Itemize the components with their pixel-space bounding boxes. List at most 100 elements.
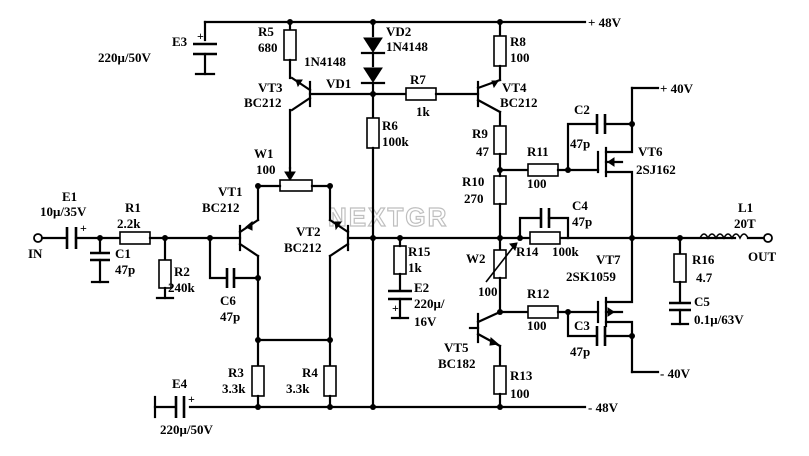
label-IN: IN — [28, 246, 43, 261]
resistor-R1: R1 2.2k — [117, 200, 242, 245]
value-R10: 270 — [464, 191, 484, 206]
label-VT4: VT4 — [502, 80, 527, 95]
transistor-VT3: VT3 BC212 — [244, 76, 375, 170]
diode-VD2: VD2 1N4148 — [360, 24, 428, 68]
value-VD1: 1N4148 — [304, 54, 346, 69]
value-R15: 1k — [408, 260, 423, 275]
value-R2: 240k — [168, 280, 196, 295]
label-R15: R15 — [408, 244, 431, 259]
value-C1: 47p — [115, 262, 135, 277]
resistor-R15: R15 1k — [393, 235, 431, 292]
value-R1: 2.2k — [117, 216, 141, 231]
label-R2: R2 — [174, 264, 190, 279]
label-C4: C4 — [572, 198, 588, 213]
value-VT1: BC212 — [202, 200, 240, 215]
value-C5: 0.1μ/63V — [694, 312, 744, 327]
mosfet-VT6: + 40V VT6 2SJ162 — [596, 81, 694, 240]
label-E4: E4 — [172, 376, 188, 391]
label-E2: E2 — [414, 280, 429, 295]
label-VT5: VT5 — [444, 340, 469, 355]
label-R12: R12 — [527, 286, 549, 301]
value-R14: 100k — [552, 244, 580, 259]
label-R8: R8 — [510, 34, 526, 49]
capacitor-C1: C1 47p — [90, 236, 135, 284]
capacitor-C3: C3 47p — [566, 310, 635, 359]
transistor-VT1: VT1 BC212 — [202, 184, 260, 368]
value-W1: 100 — [256, 162, 276, 177]
label-R16: R16 — [692, 252, 715, 267]
value-R12: 100 — [527, 318, 547, 333]
value-L1: 20T — [734, 216, 756, 231]
label-C3: C3 — [574, 318, 590, 333]
svg-text:+: + — [197, 29, 204, 43]
rail-label-pos40: + 40V — [660, 81, 694, 96]
potentiometer-W1: W1 100 — [254, 146, 332, 192]
capacitor-E2: + E2 220μ/ 16V — [388, 280, 445, 329]
label-C2: C2 — [574, 102, 590, 117]
value-R8: 100 — [510, 50, 530, 65]
label-C6: C6 — [220, 293, 236, 308]
label-R1: R1 — [125, 200, 141, 215]
watermark: NEXTGR — [328, 202, 448, 232]
label-VT1: VT1 — [218, 184, 243, 199]
capacitor-C6: C6 47p — [208, 236, 261, 324]
label-VT3: VT3 — [258, 80, 283, 95]
label-R14: R14 — [516, 244, 539, 259]
label-E1: E1 — [62, 189, 77, 204]
value-E1: 10μ/35V — [40, 204, 87, 219]
label-R10: R10 — [462, 174, 484, 189]
value-E2: 220μ/ — [414, 296, 445, 311]
transistor-VT4: VT4 BC212 — [476, 78, 538, 128]
value-R16: 4.7 — [696, 270, 713, 285]
label-VT2: VT2 — [296, 224, 321, 239]
value-C2: 47p — [570, 136, 590, 151]
rail-label-neg48: - 48V — [588, 400, 619, 415]
value-R3: 3.3k — [222, 381, 246, 396]
svg-text:+: + — [188, 392, 195, 406]
label-OUT: OUT — [748, 249, 777, 264]
value-R13: 100 — [510, 386, 530, 401]
positive-48v-rail: + 48V — [203, 15, 622, 42]
potentiometer-W2: W2 100 — [466, 236, 518, 315]
diode-VD1: 1N4148 VD1 — [304, 54, 386, 120]
label-C5: C5 — [694, 294, 710, 309]
resistor-R10: R10 270 — [462, 168, 507, 240]
label-R7: R7 — [410, 72, 426, 87]
label-W1: W1 — [254, 146, 274, 161]
label-VD1: VD1 — [326, 76, 351, 91]
inductor-L1: L1 20T — [699, 200, 766, 240]
rail-label-pos48: + 48V — [588, 15, 622, 30]
label-R3: R3 — [228, 365, 244, 380]
label-C1: C1 — [115, 246, 131, 261]
value2-E2: 16V — [414, 314, 437, 329]
label-E3: E3 — [172, 34, 188, 49]
value-R4: 3.3k — [286, 381, 310, 396]
value-VT6: 2SJ162 — [636, 162, 676, 177]
value-R7: 1k — [416, 104, 431, 119]
value-E4: 220μ/50V — [160, 422, 213, 437]
label-L1: L1 — [738, 200, 753, 215]
resistor-R6: R6 100k — [366, 117, 410, 409]
value-VT7: 2SK1059 — [566, 269, 616, 284]
value-VT4: BC212 — [500, 95, 538, 110]
value-C6: 47p — [220, 309, 240, 324]
label-VT7: VT7 — [596, 252, 621, 267]
value-R6: 100k — [382, 134, 410, 149]
capacitor-E4: + E4 220μ/50V — [153, 376, 213, 437]
resistor-R8: R8 100 — [493, 34, 530, 82]
resistor-R2: R2 240k — [155, 236, 196, 300]
value-R11: 100 — [527, 176, 547, 191]
label-VD2: VD2 — [386, 24, 411, 39]
negative-48v-rail: - 48V — [188, 400, 619, 415]
capacitor-C5: C5 0.1μ/63V — [669, 294, 744, 327]
mosfet-VT7: - 40V VT7 2SK1059 — [566, 236, 691, 381]
value-VT5: BC182 — [438, 356, 476, 371]
label-R9: R9 — [472, 126, 488, 141]
label-R13: R13 — [510, 368, 533, 383]
value-C4: 47p — [572, 214, 592, 229]
label-VT6: VT6 — [638, 144, 663, 159]
value-VT3: BC212 — [244, 95, 282, 110]
resistor-R14: R14 100k — [516, 231, 580, 259]
